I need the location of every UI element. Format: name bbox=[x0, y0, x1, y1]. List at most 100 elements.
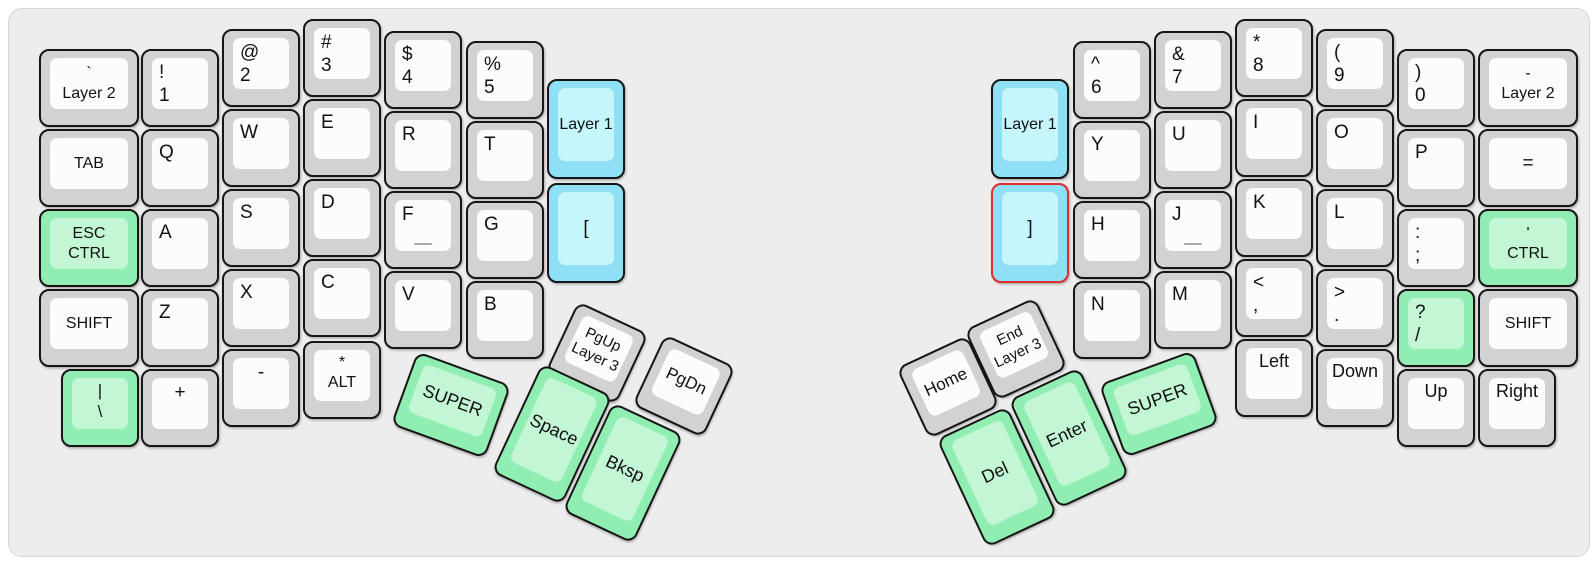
key-dollar-4[interactable]: $4 bbox=[384, 31, 462, 109]
key-quote-ctrl[interactable]: 'CTRL bbox=[1478, 209, 1578, 287]
key-super-left[interactable]: SUPER bbox=[390, 351, 512, 459]
key-r[interactable]: R bbox=[384, 111, 462, 189]
key-rparen-0-label-1: 0 bbox=[1415, 85, 1426, 107]
key-z[interactable]: Z bbox=[141, 289, 219, 367]
key-question-slash-cap: ?/ bbox=[1408, 298, 1464, 349]
key-f[interactable]: F bbox=[384, 191, 462, 269]
key-asterisk-alt-label-1: ALT bbox=[327, 373, 357, 391]
key-layer1-left[interactable]: Layer 1 bbox=[547, 79, 625, 179]
key-lparen-9[interactable]: (9 bbox=[1316, 29, 1394, 107]
key-m[interactable]: M bbox=[1154, 271, 1232, 349]
key-shift-left[interactable]: SHIFT bbox=[39, 289, 139, 367]
key-f-cap: F bbox=[395, 200, 451, 251]
key-colon-semicolon[interactable]: :; bbox=[1397, 209, 1475, 287]
key-hash-3[interactable]: #3 bbox=[303, 19, 381, 97]
key-arrow-left[interactable]: Left bbox=[1235, 339, 1313, 417]
key-y[interactable]: Y bbox=[1073, 121, 1151, 199]
key-quote-ctrl-label-1: CTRL bbox=[1507, 244, 1549, 262]
key-layer1-right[interactable]: Layer 1 bbox=[991, 79, 1069, 179]
key-arrow-down-label-0: Down bbox=[1331, 361, 1379, 381]
key-arrow-up[interactable]: Up bbox=[1397, 369, 1475, 447]
key-w[interactable]: W bbox=[222, 109, 300, 187]
key-left-bracket[interactable]: [ bbox=[547, 183, 625, 283]
key-x[interactable]: X bbox=[222, 269, 300, 347]
key-amp-7[interactable]: &7 bbox=[1154, 31, 1232, 109]
key-home-cap: Home bbox=[909, 347, 983, 418]
key-v[interactable]: V bbox=[384, 271, 462, 349]
key-minus-left-cap: - bbox=[233, 358, 289, 409]
key-plus[interactable]: + bbox=[141, 369, 219, 447]
key-pipe-backslash[interactable]: |\ bbox=[61, 369, 139, 447]
key-tab[interactable]: TAB bbox=[39, 129, 139, 207]
key-e[interactable]: E bbox=[303, 99, 381, 177]
key-caret-6[interactable]: ^6 bbox=[1073, 41, 1151, 119]
key-j[interactable]: J bbox=[1154, 191, 1232, 269]
key-super-right-label-0: SUPER bbox=[1124, 378, 1190, 419]
key-i-label-0: I bbox=[1253, 112, 1259, 133]
key-t-label-0: T bbox=[484, 134, 496, 155]
key-grave-layer2-label-0: ` bbox=[86, 64, 92, 82]
key-k[interactable]: K bbox=[1235, 179, 1313, 257]
key-arrow-left-label-0: Left bbox=[1258, 351, 1290, 371]
key-p[interactable]: P bbox=[1397, 129, 1475, 207]
key-equals[interactable]: = bbox=[1478, 129, 1578, 207]
key-h[interactable]: H bbox=[1073, 201, 1151, 279]
key-i[interactable]: I bbox=[1235, 99, 1313, 177]
key-at-2-cap: @2 bbox=[233, 38, 289, 89]
key-arrow-right[interactable]: Right bbox=[1478, 369, 1556, 447]
key-colon-semicolon-label-1: ; bbox=[1415, 245, 1421, 267]
key-g-label-0: G bbox=[484, 214, 499, 235]
key-grave-layer2[interactable]: `Layer 2 bbox=[39, 49, 139, 127]
key-minus-layer2[interactable]: -Layer 2 bbox=[1478, 49, 1578, 127]
key-arrow-right-label-0: Right bbox=[1495, 381, 1539, 401]
key-question-slash[interactable]: ?/ bbox=[1397, 289, 1475, 367]
key-g[interactable]: G bbox=[466, 201, 544, 279]
key-n-cap: N bbox=[1084, 290, 1140, 341]
key-super-right[interactable]: SUPER bbox=[1098, 350, 1220, 458]
key-c-label-0: C bbox=[321, 272, 335, 293]
key-percent-5[interactable]: %5 bbox=[466, 41, 544, 119]
key-n[interactable]: N bbox=[1073, 281, 1151, 359]
key-exclam-1-label-0: ! bbox=[159, 62, 165, 83]
key-exclam-1-label-1: 1 bbox=[159, 85, 170, 107]
key-minus-left[interactable]: - bbox=[222, 349, 300, 427]
key-a[interactable]: A bbox=[141, 209, 219, 287]
key-arrow-down[interactable]: Down bbox=[1316, 349, 1394, 427]
key-at-2[interactable]: @2 bbox=[222, 29, 300, 107]
key-left-bracket-cap: [ bbox=[558, 192, 614, 265]
key-x-label-0: X bbox=[240, 282, 253, 303]
key-asterisk-8-cap: *8 bbox=[1246, 28, 1302, 79]
key-gt-period[interactable]: >. bbox=[1316, 269, 1394, 347]
key-exclam-1[interactable]: !1 bbox=[141, 49, 219, 127]
key-s[interactable]: S bbox=[222, 189, 300, 267]
key-bksp-label-0: Bksp bbox=[602, 450, 648, 486]
key-at-2-label-1: 2 bbox=[240, 65, 251, 87]
key-d[interactable]: D bbox=[303, 179, 381, 257]
key-shift-right-cap: SHIFT bbox=[1489, 298, 1567, 349]
key-right-bracket[interactable]: ] bbox=[991, 183, 1069, 283]
key-esc-ctrl-label-0: ESC bbox=[72, 224, 106, 242]
key-lt-comma[interactable]: <, bbox=[1235, 259, 1313, 337]
key-t[interactable]: T bbox=[466, 121, 544, 199]
key-q[interactable]: Q bbox=[141, 129, 219, 207]
key-o[interactable]: O bbox=[1316, 109, 1394, 187]
key-shift-right[interactable]: SHIFT bbox=[1478, 289, 1578, 367]
key-b[interactable]: B bbox=[466, 281, 544, 359]
key-caret-6-label-1: 6 bbox=[1091, 77, 1102, 99]
key-asterisk-8[interactable]: *8 bbox=[1235, 19, 1313, 97]
key-r-cap: R bbox=[395, 120, 451, 171]
key-percent-5-cap: %5 bbox=[477, 50, 533, 101]
key-c[interactable]: C bbox=[303, 259, 381, 337]
key-e-label-0: E bbox=[321, 112, 334, 133]
key-w-label-0: W bbox=[240, 122, 258, 143]
key-v-label-0: V bbox=[402, 284, 415, 305]
key-rparen-0[interactable]: )0 bbox=[1397, 49, 1475, 127]
key-l[interactable]: L bbox=[1316, 189, 1394, 267]
key-asterisk-alt[interactable]: *ALT bbox=[303, 341, 381, 419]
key-u[interactable]: U bbox=[1154, 111, 1232, 189]
key-q-label-0: Q bbox=[159, 142, 174, 163]
